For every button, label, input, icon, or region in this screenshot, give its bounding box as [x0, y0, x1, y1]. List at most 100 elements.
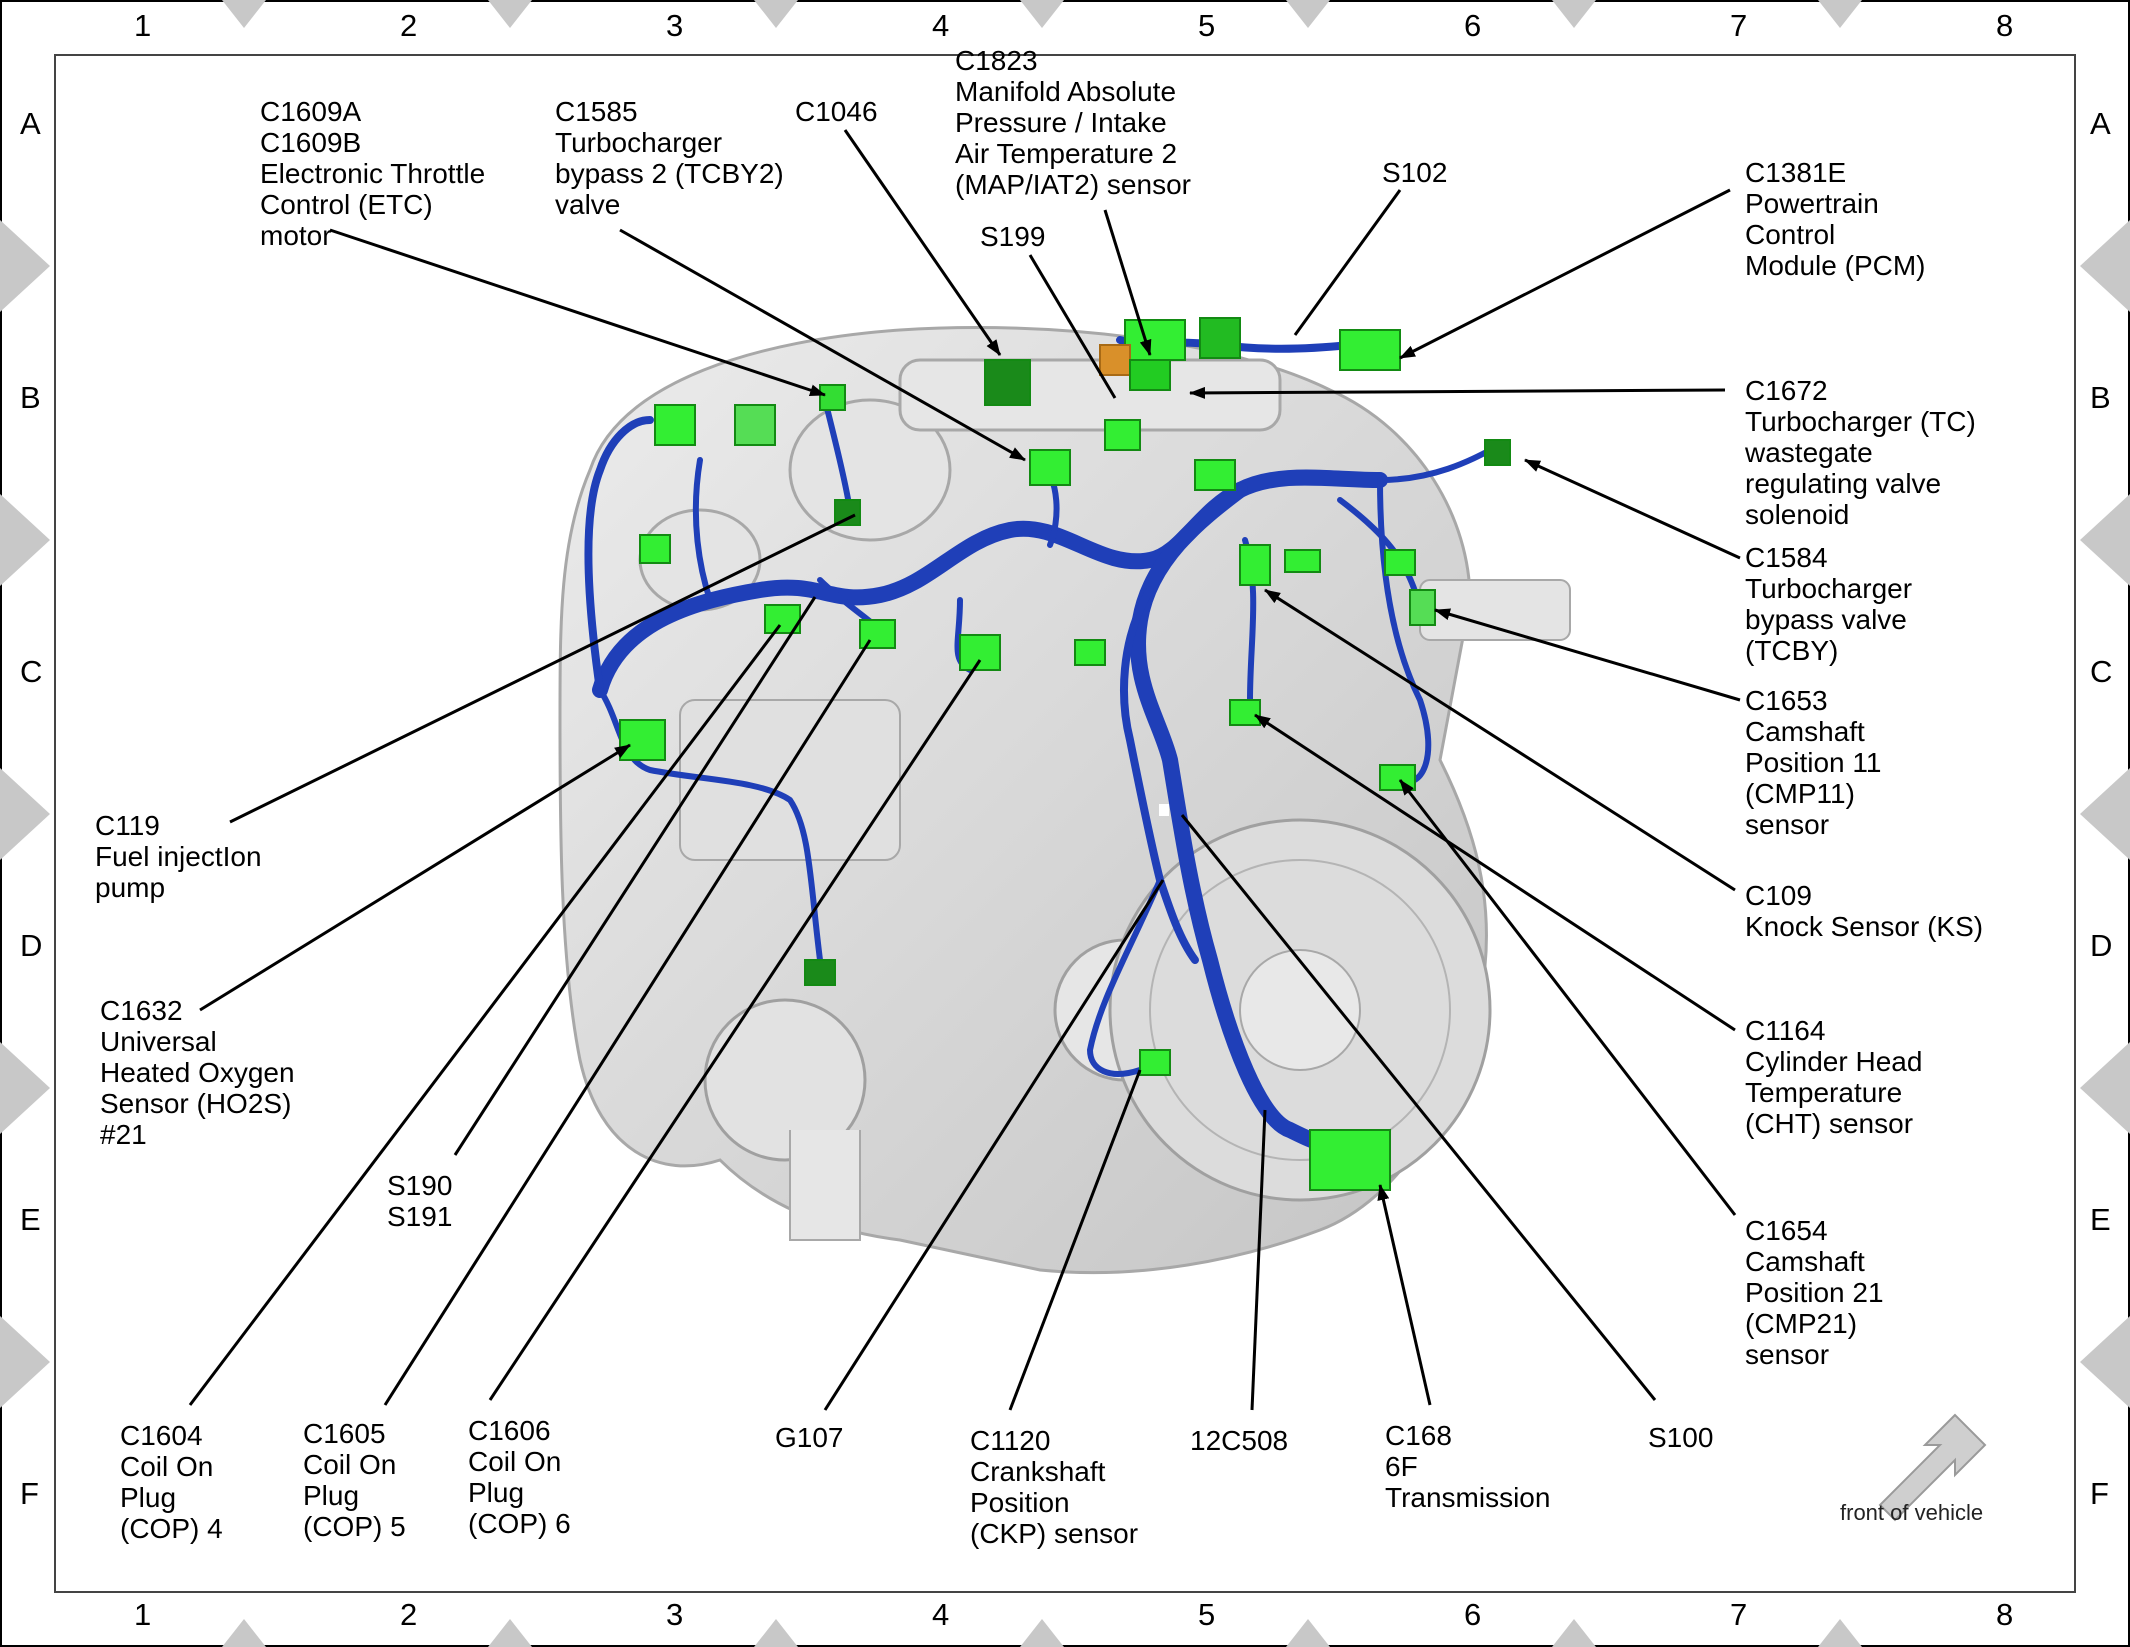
callout-line: (COP) 4 — [120, 1513, 223, 1544]
callout-line: Camshaft — [1745, 716, 1865, 747]
callout-line: bypass 2 (TCBY2) — [555, 158, 784, 189]
callout-line: 12C508 — [1190, 1425, 1289, 1456]
callout-c1046: C1046 — [795, 96, 878, 127]
callout-line: S100 — [1648, 1422, 1714, 1453]
callout-line: G107 — [775, 1422, 844, 1453]
callout-line: Temperature — [1745, 1077, 1903, 1108]
grid-row-e-left: E — [20, 1202, 41, 1237]
callout-line: (CHT) sensor — [1745, 1108, 1914, 1139]
callout-line: Position 21 — [1745, 1277, 1884, 1308]
callout-line: C1585 — [555, 96, 638, 127]
callout-12c508: 12C508 — [1190, 1425, 1288, 1456]
callout-line: regulating valve — [1745, 468, 1942, 499]
grid-row-b-right: B — [2090, 380, 2111, 415]
grid-col-3-bottom: 3 — [666, 1597, 684, 1632]
callout-line: Coil On — [120, 1451, 214, 1482]
callout-line: C1120 — [970, 1425, 1051, 1456]
callout-line: Turbocharger (TC) — [1745, 406, 1976, 437]
callout-line: Coil On — [303, 1449, 397, 1480]
grid-row-b-left: B — [20, 380, 41, 415]
grid-row-f-left: F — [20, 1476, 39, 1511]
callout-line: Coil On — [468, 1446, 562, 1477]
callout-line: C1823 — [955, 45, 1038, 76]
grid-col-6-top: 6 — [1464, 8, 1482, 43]
callout-line: Camshaft — [1745, 1246, 1865, 1277]
grid-col-7-top: 7 — [1730, 8, 1748, 43]
callout-line: C168 — [1385, 1420, 1452, 1451]
callout-line: C1605 — [303, 1418, 386, 1449]
callout-line: C1672 — [1745, 375, 1828, 406]
callout-line: (CMP11) — [1745, 778, 1855, 809]
grid-row-a-right: A — [2090, 106, 2111, 141]
callout-line: (TCBY) — [1745, 635, 1839, 666]
grid-row-f-right: F — [2090, 1476, 2109, 1511]
callout-line: Plug — [468, 1477, 525, 1508]
callout-line: Fuel injectIon — [95, 841, 262, 872]
callout-line: #21 — [100, 1119, 147, 1150]
callout-line: Crankshaft — [970, 1456, 1106, 1487]
grid-col-6-bottom: 6 — [1464, 1597, 1482, 1632]
callout-line: solenoid — [1745, 499, 1850, 530]
grid-row-a-left: A — [20, 106, 41, 141]
callout-line: Control (ETC) — [260, 189, 433, 220]
callout-line: C1046 — [795, 96, 878, 127]
callout-line: Universal — [100, 1026, 217, 1057]
callout-s100: S100 — [1648, 1422, 1713, 1453]
callout-line: S102 — [1382, 157, 1448, 188]
callout-line: (CMP21) — [1745, 1308, 1858, 1339]
callout-line: S190 — [387, 1170, 453, 1201]
callout-line: bypass valve — [1745, 604, 1907, 635]
callout-line: Plug — [120, 1482, 177, 1513]
grid-col-5-top: 5 — [1198, 8, 1216, 43]
grid-col-3-top: 3 — [666, 8, 684, 43]
callout-line: C1606 — [468, 1415, 551, 1446]
grid-col-4-bottom: 4 — [932, 1597, 950, 1632]
callout-line: Position 11 — [1745, 747, 1882, 778]
callout-line: valve — [555, 189, 621, 220]
callout-line: S191 — [387, 1201, 453, 1232]
callout-g107: G107 — [775, 1422, 844, 1453]
callout-line: Cylinder Head — [1745, 1046, 1923, 1077]
callout-line: Turbocharger — [1745, 573, 1913, 604]
callout-line: Manifold Absolute — [955, 76, 1177, 107]
grid-row-d-right: D — [2090, 928, 2113, 963]
grid-col-4-top: 4 — [932, 8, 950, 43]
grid-col-2-bottom: 2 — [400, 1597, 418, 1632]
grid-col-2-top: 2 — [400, 8, 418, 43]
callout-line: Heated Oxygen — [100, 1057, 295, 1088]
callout-line: (COP) 6 — [468, 1508, 571, 1539]
grid-col-8-top: 8 — [1996, 8, 2014, 43]
grid-row-e-right: E — [2090, 1202, 2111, 1237]
callout-line: S199 — [980, 221, 1046, 252]
callout-line: Pressure / Intake — [955, 107, 1167, 138]
front-of-vehicle-label: front of vehicle — [1840, 1500, 1984, 1525]
callout-line: (MAP/IAT2) sensor — [955, 169, 1191, 200]
grid-row-c-left: C — [20, 654, 43, 689]
grid-row-c-right: C — [2090, 654, 2113, 689]
callout-line: Air Temperature 2 — [955, 138, 1178, 169]
callout-line: Knock Sensor (KS) — [1745, 911, 1984, 942]
callout-s102: S102 — [1382, 157, 1447, 188]
callout-line: Position — [970, 1487, 1070, 1518]
callout-line: C109 — [1745, 880, 1812, 911]
grid-col-5-bottom: 5 — [1198, 1597, 1216, 1632]
grid-col-1-bottom: 1 — [134, 1597, 152, 1632]
callout-line: C1164 — [1745, 1015, 1826, 1046]
callout-line: C1381E — [1745, 157, 1847, 188]
callout-line: sensor — [1745, 1339, 1830, 1370]
callout-line: Module (PCM) — [1745, 250, 1926, 281]
